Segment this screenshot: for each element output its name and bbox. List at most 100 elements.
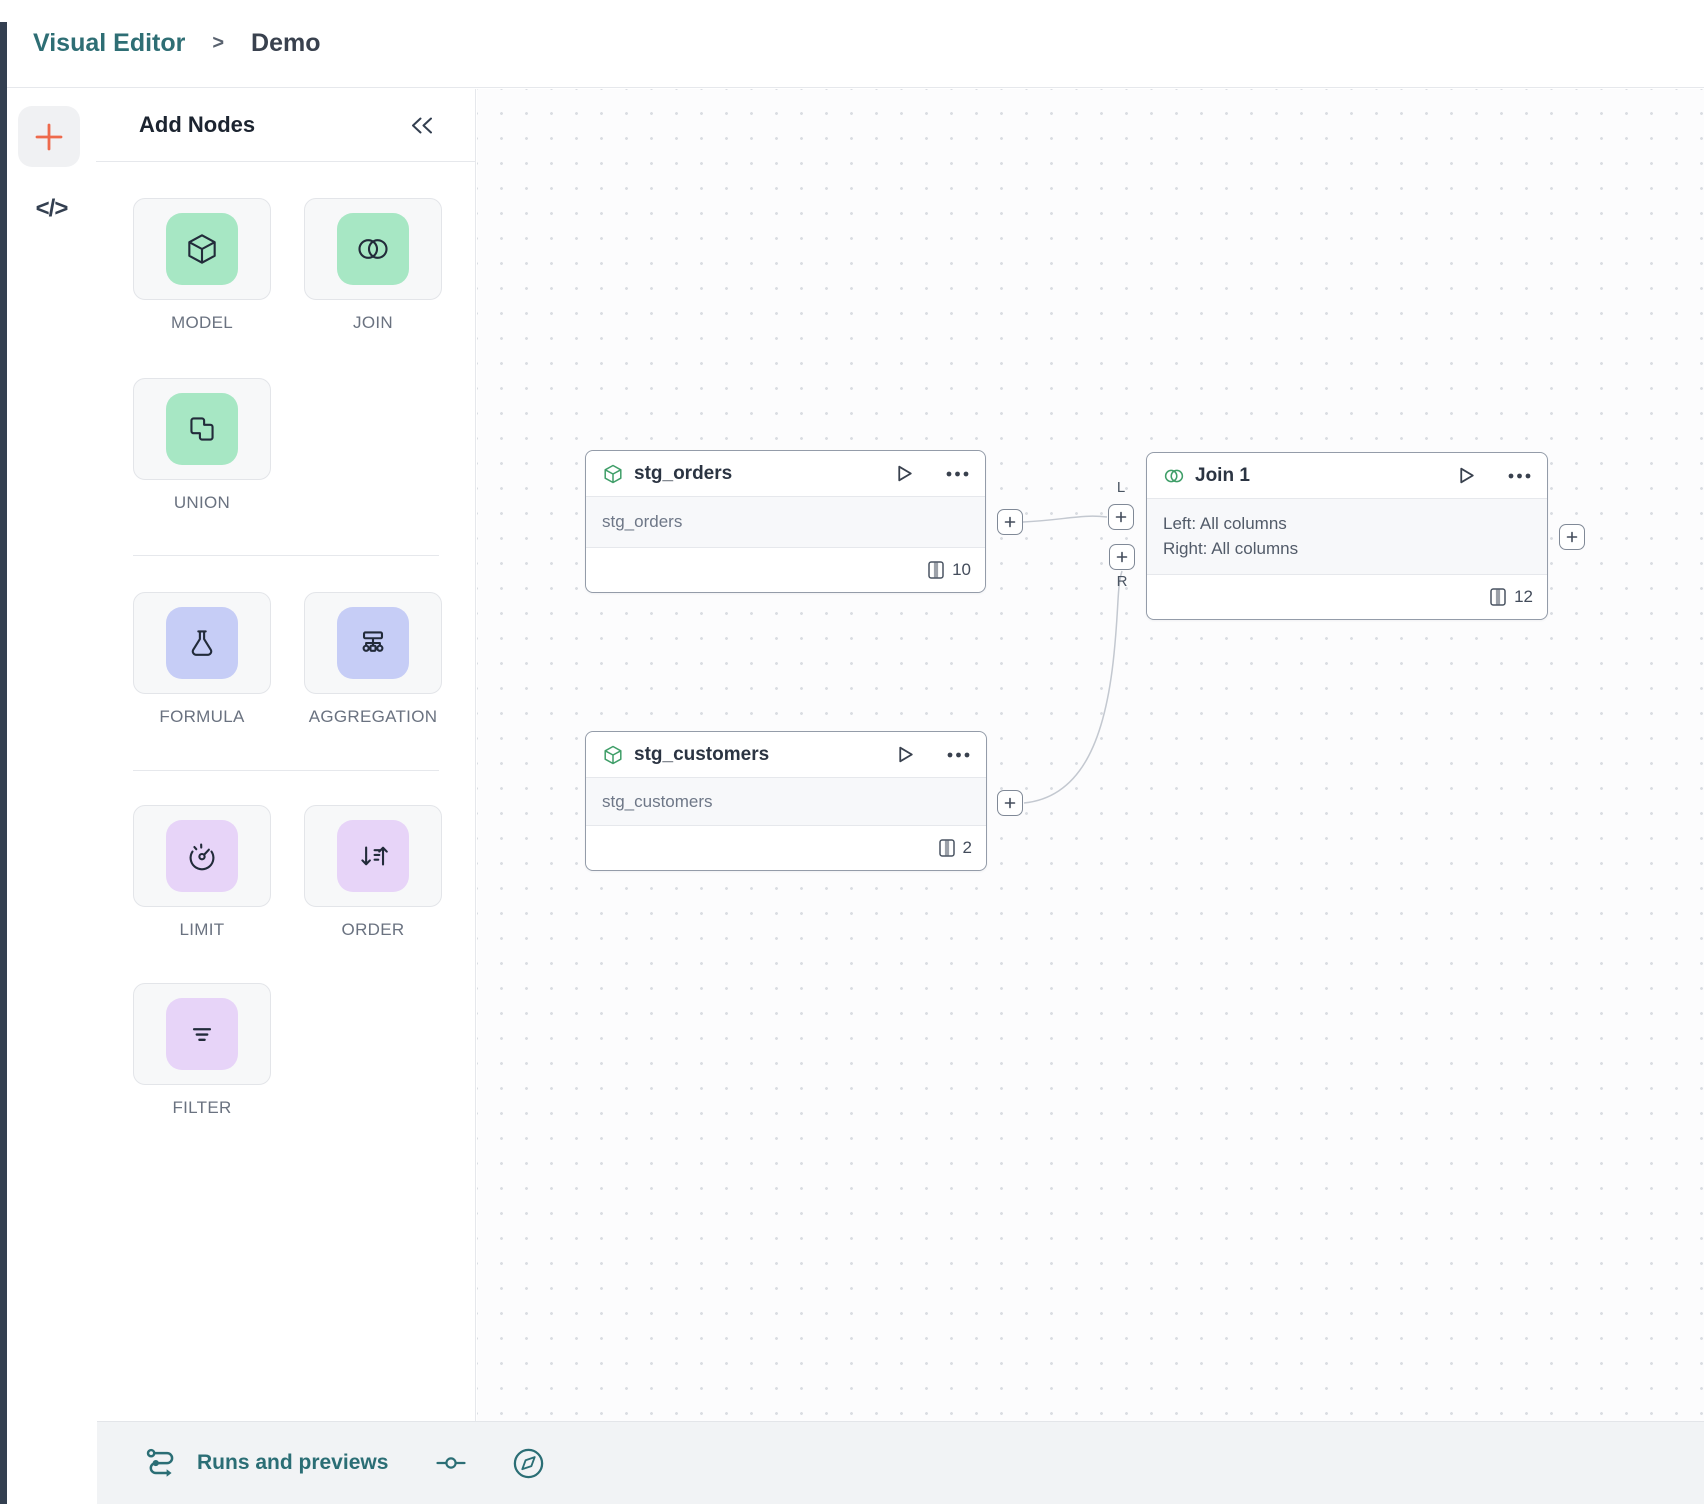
pipeline-canvas[interactable]: stg_orders stg_orders 10 [477, 89, 1704, 1421]
breadcrumb-separator: > [212, 32, 225, 54]
tile-limit[interactable]: LIMIT [133, 805, 271, 940]
runs-and-previews-label: Runs and previews [197, 1451, 389, 1474]
bottom-bar: Runs and previews [97, 1421, 1704, 1504]
panel-header: Add Nodes [96, 89, 475, 162]
tile-union-card [133, 378, 271, 480]
node-stg-orders-header: stg_orders [586, 451, 985, 497]
breadcrumb-section[interactable]: Visual Editor [33, 29, 186, 57]
ellipsis-icon [947, 752, 970, 758]
chevrons-left-icon [408, 115, 435, 136]
port-join-left-input[interactable] [1108, 504, 1134, 530]
add-nodes-panel: Add Nodes MODEL JOIN [96, 89, 476, 1421]
node-stg-orders[interactable]: stg_orders stg_orders 10 [585, 450, 986, 593]
play-icon [1456, 465, 1477, 486]
join-left-config: Left: All columns [1163, 514, 1287, 533]
columns-count: 2 [962, 838, 972, 857]
plus-icon [1566, 531, 1578, 543]
columns-count: 12 [1514, 587, 1533, 606]
node-stg-customers-footer: 2 [586, 826, 986, 870]
tile-limit-card [133, 805, 271, 907]
run-node-button[interactable] [1456, 465, 1477, 486]
port-join-right-input[interactable] [1109, 544, 1135, 570]
add-nodes-button[interactable] [18, 106, 80, 167]
tile-aggregation-label: AGGREGATION [308, 707, 438, 726]
columns-count: 10 [952, 560, 971, 579]
node-stg-orders-footer: 10 [586, 548, 985, 592]
node-menu-button[interactable] [946, 471, 969, 477]
plus-icon [1116, 551, 1128, 563]
tile-model-card [133, 198, 271, 300]
union-icon [166, 393, 238, 465]
edge-orders-to-join [1022, 515, 1108, 523]
tile-model-label: MODEL [171, 313, 233, 332]
breadcrumb: Visual Editor > Demo [7, 0, 1704, 88]
tile-join[interactable]: JOIN [304, 198, 442, 333]
venn-icon [1163, 465, 1185, 487]
commit-icon[interactable] [436, 1456, 466, 1470]
tile-filter-label: FILTER [172, 1098, 232, 1117]
join-right-config: Right: All columns [1163, 539, 1299, 558]
edge-customers-to-join [1023, 570, 1123, 804]
ellipsis-icon [946, 471, 969, 477]
gauge-icon [166, 820, 238, 892]
node-title: Join 1 [1195, 464, 1250, 486]
node-menu-button[interactable] [1508, 473, 1531, 479]
collapse-panel-button[interactable] [408, 115, 435, 136]
tile-union-label: UNION [173, 493, 231, 512]
node-join-1-header: Join 1 [1147, 453, 1547, 499]
code-view-button[interactable]: </> [7, 195, 96, 223]
tile-join-card [304, 198, 442, 300]
left-edge-strip [0, 22, 7, 1504]
port-label-right: R [1116, 573, 1128, 590]
run-node-button[interactable] [895, 744, 916, 765]
compass-icon[interactable] [512, 1447, 545, 1480]
node-stg-customers[interactable]: stg_customers stg_customers 2 [585, 731, 987, 871]
filter-icon [166, 998, 238, 1070]
tile-order-card [304, 805, 442, 907]
node-menu-button[interactable] [947, 752, 970, 758]
columns-icon [928, 561, 944, 579]
plus-icon [1004, 516, 1016, 528]
tile-order-label: ORDER [341, 920, 405, 939]
node-source-label: stg_customers [602, 791, 713, 811]
breadcrumb-page: Demo [251, 29, 321, 57]
tile-filter-card [133, 983, 271, 1085]
tile-formula-card [133, 592, 271, 694]
route-icon [145, 1448, 181, 1479]
tile-filter[interactable]: FILTER [133, 983, 271, 1118]
node-title: stg_orders [634, 462, 733, 484]
plus-icon [1004, 797, 1016, 809]
code-icon: </> [35, 195, 69, 222]
node-title: stg_customers [634, 743, 770, 765]
cube-icon [602, 744, 624, 766]
tile-aggregation-card [304, 592, 442, 694]
port-join-output[interactable] [1559, 524, 1585, 550]
tile-model[interactable]: MODEL [133, 198, 271, 333]
node-join-1-footer: 12 [1147, 575, 1547, 619]
port-stg-customers-output[interactable] [997, 790, 1023, 816]
venn-icon [337, 213, 409, 285]
cube-icon [602, 463, 624, 485]
runs-and-previews-toggle[interactable]: Runs and previews [145, 1448, 388, 1479]
tile-formula[interactable]: FORMULA [133, 592, 271, 727]
node-stg-orders-body[interactable]: stg_orders [586, 497, 985, 548]
play-icon [894, 463, 915, 484]
flask-icon [166, 607, 238, 679]
port-stg-orders-output[interactable] [997, 509, 1023, 535]
tile-order[interactable]: ORDER [304, 805, 442, 940]
ellipsis-icon [1508, 473, 1531, 479]
port-label-left: L [1116, 479, 1126, 496]
node-stg-customers-body[interactable]: stg_customers [586, 778, 986, 826]
plus-icon [33, 121, 65, 153]
node-join-1[interactable]: Join 1 Left: All columns Right: All colu… [1146, 452, 1548, 620]
panel-title: Add Nodes [139, 112, 256, 137]
node-join-1-body[interactable]: Left: All columns Right: All columns [1147, 499, 1547, 575]
columns-icon [1490, 588, 1506, 606]
tile-aggregation[interactable]: AGGREGATION [304, 592, 442, 727]
tile-union[interactable]: UNION [133, 378, 271, 513]
node-source-label: stg_orders [602, 512, 683, 531]
run-node-button[interactable] [894, 463, 915, 484]
hierarchy-icon [337, 607, 409, 679]
tile-formula-label: FORMULA [159, 707, 245, 726]
